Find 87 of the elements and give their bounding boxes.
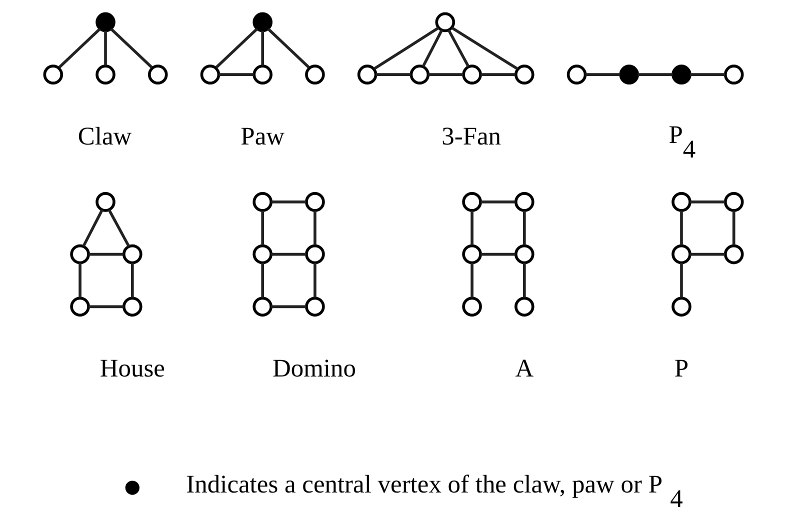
connector: [451, 26, 518, 70]
connector: [271, 252, 306, 256]
connector: [523, 263, 526, 298]
node-circle: [410, 64, 430, 84]
node-circle: [305, 296, 325, 317]
node-circle: [252, 244, 272, 264]
node-circle: [462, 192, 482, 212]
node-circle: [724, 244, 744, 264]
connector: [314, 263, 316, 298]
node-circle: [566, 64, 587, 84]
node-circle: [122, 296, 142, 317]
node-circle: [724, 192, 744, 212]
connector: [267, 28, 310, 68]
connector: [690, 200, 725, 204]
connector: [218, 73, 254, 76]
label: P: [674, 354, 689, 383]
connector: [104, 30, 107, 66]
node-circle: [96, 64, 116, 84]
connector: [690, 252, 725, 256]
connector: [215, 28, 258, 68]
node-circle: [305, 244, 325, 264]
label: A: [515, 354, 534, 383]
label: Paw: [240, 121, 285, 150]
connector: [271, 305, 306, 308]
node-circle: [70, 296, 90, 317]
node-dot: [96, 12, 116, 32]
label: House: [100, 354, 165, 383]
node-circle: [148, 64, 168, 84]
label: Claw: [78, 121, 132, 150]
connector: [428, 73, 464, 76]
node-circle: [514, 64, 534, 84]
node-circle: [672, 192, 692, 212]
node-dot: [672, 64, 692, 84]
node-circle: [200, 64, 220, 84]
connector: [110, 28, 153, 68]
node-circle: [514, 296, 534, 317]
node-circle: [462, 244, 482, 264]
node-circle: [724, 64, 744, 84]
node-dot: [252, 12, 272, 32]
connector: [82, 209, 104, 247]
connector: [261, 263, 264, 298]
node-circle: [305, 192, 325, 212]
connector: [638, 73, 673, 76]
node-circle: [252, 296, 272, 317]
node-circle: [252, 192, 272, 212]
node-circle: [357, 64, 378, 84]
connector: [690, 73, 725, 76]
node-circle: [305, 64, 325, 84]
connector: [480, 73, 516, 76]
node-circle: [672, 244, 692, 264]
connector: [130, 263, 134, 298]
node-dot: [619, 64, 640, 84]
node-circle: [43, 64, 64, 84]
connector: [78, 263, 82, 298]
connector: [585, 73, 620, 76]
connector: [447, 29, 470, 68]
connector: [108, 209, 130, 247]
connector: [680, 263, 683, 298]
connector: [88, 305, 124, 308]
node-circle: [252, 64, 272, 84]
node-circle: [96, 192, 116, 212]
connector: [480, 200, 516, 204]
connector: [261, 30, 264, 66]
node-circle: [672, 296, 692, 317]
label: 3-Fan: [442, 121, 502, 150]
connector: [523, 210, 526, 246]
connector: [58, 28, 101, 68]
node-circle: [122, 244, 142, 264]
connector: [470, 210, 474, 246]
connector: [261, 210, 264, 246]
node-circle: [462, 296, 482, 317]
connector: [422, 29, 444, 68]
connector: [732, 210, 736, 246]
connector: [470, 263, 474, 298]
node-circle: [514, 192, 534, 212]
label: Domino: [272, 354, 356, 383]
connector: [373, 26, 440, 70]
connector: [680, 210, 683, 246]
node-circle: [70, 244, 90, 264]
connector: [271, 200, 306, 204]
connector: [480, 252, 516, 256]
node-circle: [435, 12, 456, 32]
connector: [314, 210, 316, 246]
connector: [376, 73, 411, 76]
node-circle: [514, 244, 534, 264]
connector: [88, 252, 124, 256]
node-circle: [462, 64, 482, 84]
